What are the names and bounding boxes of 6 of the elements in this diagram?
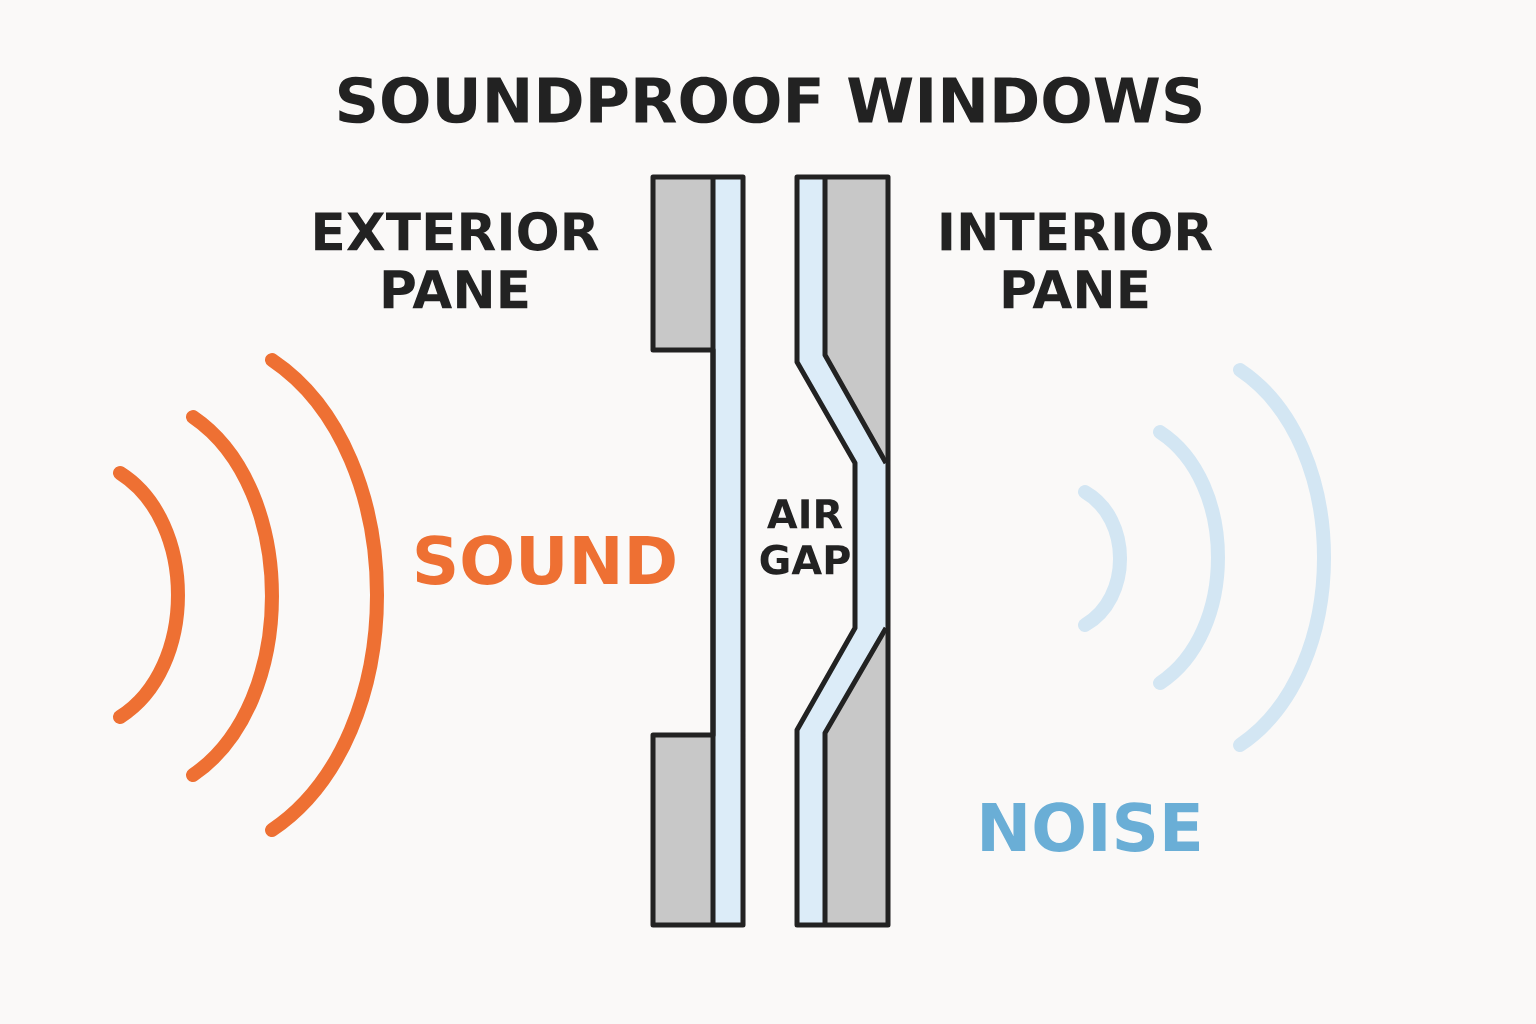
sound-label: SOUND [416,535,675,585]
diagram-title: SOUNDPROOF WINDOWS [338,76,1201,124]
noise-label: NOISE [982,802,1199,852]
pane-label: INTERIOR PANE [941,211,1213,309]
air-gap-label: AIR GAP [760,499,850,575]
pane-label: EXTERIOR PANE [315,211,599,309]
